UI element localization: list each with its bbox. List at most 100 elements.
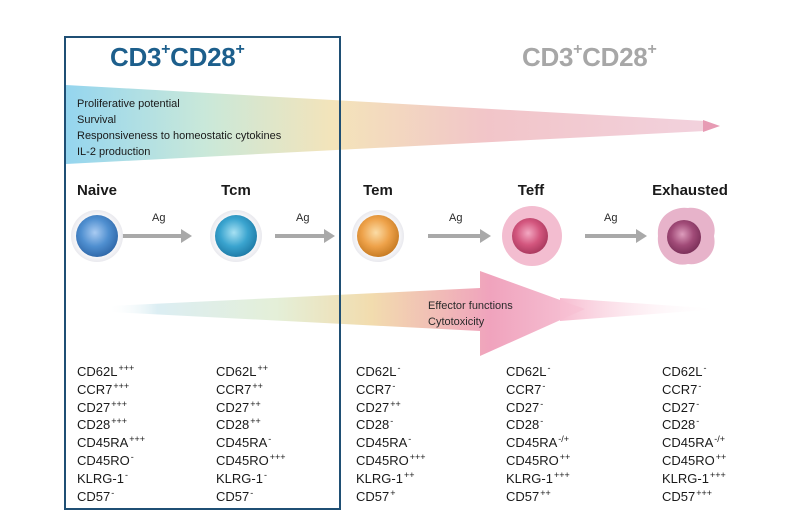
marker-name: CD27 (356, 399, 390, 415)
marker-level: +++ (409, 451, 426, 462)
marker-name: CD27 (662, 399, 696, 415)
marker-name: CD57 (662, 488, 696, 504)
marker-item: CD57++ (506, 487, 570, 507)
marker-name: CD57 (77, 488, 111, 504)
marker-item: CD57+++ (662, 487, 726, 507)
stage-label-teff: Teff (517, 182, 545, 199)
tem-cell (352, 210, 404, 262)
marker-item: CD27+++ (77, 399, 145, 418)
marker-level: - (696, 416, 700, 427)
marker-name: CD45RA (77, 435, 129, 451)
markers-tem: CD62L-CCR7-CD27++CD28-CD45RA-CD45RO+++KL… (356, 363, 426, 506)
cd3-cd28-positive-title-faded: CD3+CD28+ (522, 41, 657, 72)
marker-level: +++ (709, 469, 726, 480)
increasing-effector-arrow (110, 271, 585, 356)
marker-item: CD62L- (662, 363, 726, 382)
marker-name: KLRG-1 (356, 470, 403, 486)
marker-item: CD45RO+++ (356, 451, 426, 471)
tcm-cell (210, 210, 262, 262)
marker-item: CCR7+++ (77, 380, 145, 400)
stage-label-exhausted: Exhausted (652, 182, 728, 199)
antigen-label-3: Ag (449, 212, 463, 224)
marker-level: ++ (257, 363, 268, 373)
marker-item: CD57- (77, 487, 145, 507)
marker-level: - (540, 398, 544, 409)
marker-level: - (540, 416, 544, 427)
effector-functions-label: Effector functions (428, 300, 513, 312)
cd3-cd28-positive-box (64, 36, 341, 510)
marker-name: KLRG-1 (216, 470, 263, 486)
marker-name: CD45RA (662, 435, 714, 451)
marker-level: ++ (540, 487, 551, 498)
marker-level: ++ (250, 416, 261, 427)
marker-level: +++ (118, 363, 135, 373)
marker-name: KLRG-1 (662, 470, 709, 486)
property-homeostatic-responsiveness: Responsiveness to homeostatic cytokines (77, 130, 282, 142)
marker-level: - (698, 380, 702, 391)
marker-name: CD28 (216, 417, 250, 433)
cytotoxicity-label: Cytotoxicity (428, 316, 485, 328)
marker-name: CD45RA (216, 435, 268, 451)
marker-level: - (111, 487, 115, 498)
marker-name: CD62L (216, 364, 257, 379)
marker-level: ++ (403, 469, 415, 480)
marker-name: CD45RO (356, 452, 409, 468)
markers-tcm: CD62L++CCR7++CD27++CD28++CD45RA-CD45RO++… (216, 363, 286, 507)
marker-name: CD28 (77, 417, 111, 433)
marker-item: CD27++ (216, 399, 286, 418)
stage-label-naive: Naive (76, 182, 118, 199)
top-band-arrowhead (703, 120, 720, 132)
marker-item: CD28+++ (77, 416, 145, 435)
marker-item: CD27- (506, 398, 570, 418)
markers-naive: CD62L+++CCR7+++CD27+++CD28+++CD45RA+++CD… (77, 363, 145, 507)
marker-level: - (124, 469, 128, 480)
marker-level: - (397, 363, 401, 373)
marker-level: +++ (696, 487, 713, 498)
marker-level: +++ (111, 416, 128, 427)
ag-arrow-1 (122, 229, 192, 243)
marker-level: - (696, 398, 700, 409)
marker-item: KLRG-1- (216, 469, 286, 489)
marker-item: CD57- (216, 488, 286, 507)
marker-item: KLRG-1++ (356, 469, 426, 489)
marker-name: CD28 (506, 417, 540, 433)
marker-name: CCR7 (77, 381, 113, 397)
marker-level: +++ (269, 451, 286, 462)
marker-name: CD57 (506, 488, 540, 504)
marker-name: CD45RO (77, 452, 130, 468)
marker-item: CD45RO+++ (216, 451, 286, 471)
marker-item: CD45RO++ (662, 451, 727, 471)
marker-level: ++ (715, 451, 727, 462)
marker-level: - (408, 434, 412, 445)
marker-name: CCR7 (356, 381, 392, 397)
marker-item: CD45RA+++ (77, 434, 145, 453)
property-il2-production: IL-2 production (77, 146, 151, 158)
marker-name: KLRG-1 (506, 470, 553, 486)
marker-item: CD62L++ (216, 363, 286, 382)
cd3-cd28-positive-title: CD3+CD28+ (110, 41, 245, 72)
marker-item: KLRG-1+++ (506, 470, 570, 489)
marker-item: KLRG-1+++ (662, 469, 726, 489)
effector-arrow-tail-fade (560, 298, 720, 321)
marker-name: CCR7 (506, 381, 542, 397)
marker-name: CD57 (216, 488, 250, 504)
marker-item: CCR7- (662, 380, 726, 400)
marker-name: CD45RO (216, 452, 269, 468)
property-survival: Survival (77, 114, 117, 126)
marker-level: +++ (113, 380, 130, 391)
marker-item: CD45RA-/+ (662, 434, 726, 453)
marker-name: CD62L (662, 364, 703, 379)
marker-item: CD62L- (506, 363, 570, 382)
marker-name: CCR7 (216, 381, 252, 397)
marker-item: KLRG-1- (77, 469, 145, 489)
marker-level: - (263, 469, 267, 480)
ag-arrow-2 (275, 229, 335, 243)
ag-arrow-3 (428, 229, 491, 243)
marker-level: - (268, 434, 272, 445)
marker-item: CD28++ (216, 416, 286, 435)
marker-item: CCR7- (506, 381, 570, 400)
stage-label-tcm: Tcm (221, 182, 251, 199)
antigen-label-1: Ag (152, 212, 166, 224)
marker-item: CD28- (662, 416, 726, 435)
